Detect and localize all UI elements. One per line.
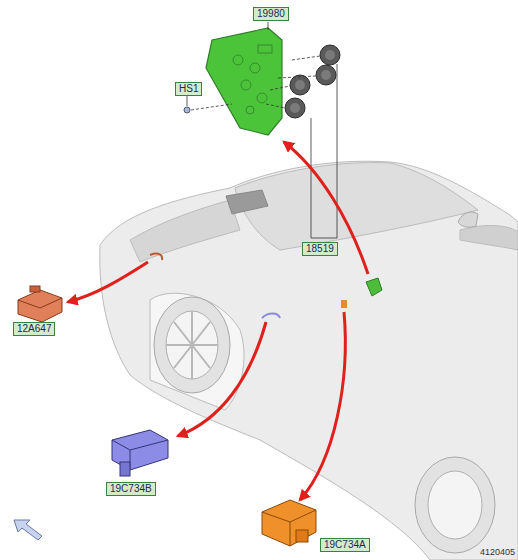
view-arrow (14, 520, 42, 540)
callout-number: 19C734B (106, 482, 156, 496)
part-19C734A (262, 500, 316, 546)
drawing-number: 4120405 (480, 546, 515, 558)
callout-number: HS1 (175, 82, 202, 96)
car-body (100, 161, 518, 560)
location-arrows (68, 142, 368, 500)
panel-location (366, 278, 382, 296)
callout-number: 12A647 (13, 322, 55, 336)
sensor-location (341, 300, 347, 308)
wheels (154, 297, 495, 553)
callout-number: 18519 (302, 242, 338, 256)
part-12A647 (18, 286, 62, 322)
part-19C734B (112, 430, 168, 476)
callout-number: 19980 (253, 7, 289, 21)
callout-number: 19C734A (320, 538, 370, 552)
knobs (266, 45, 340, 238)
